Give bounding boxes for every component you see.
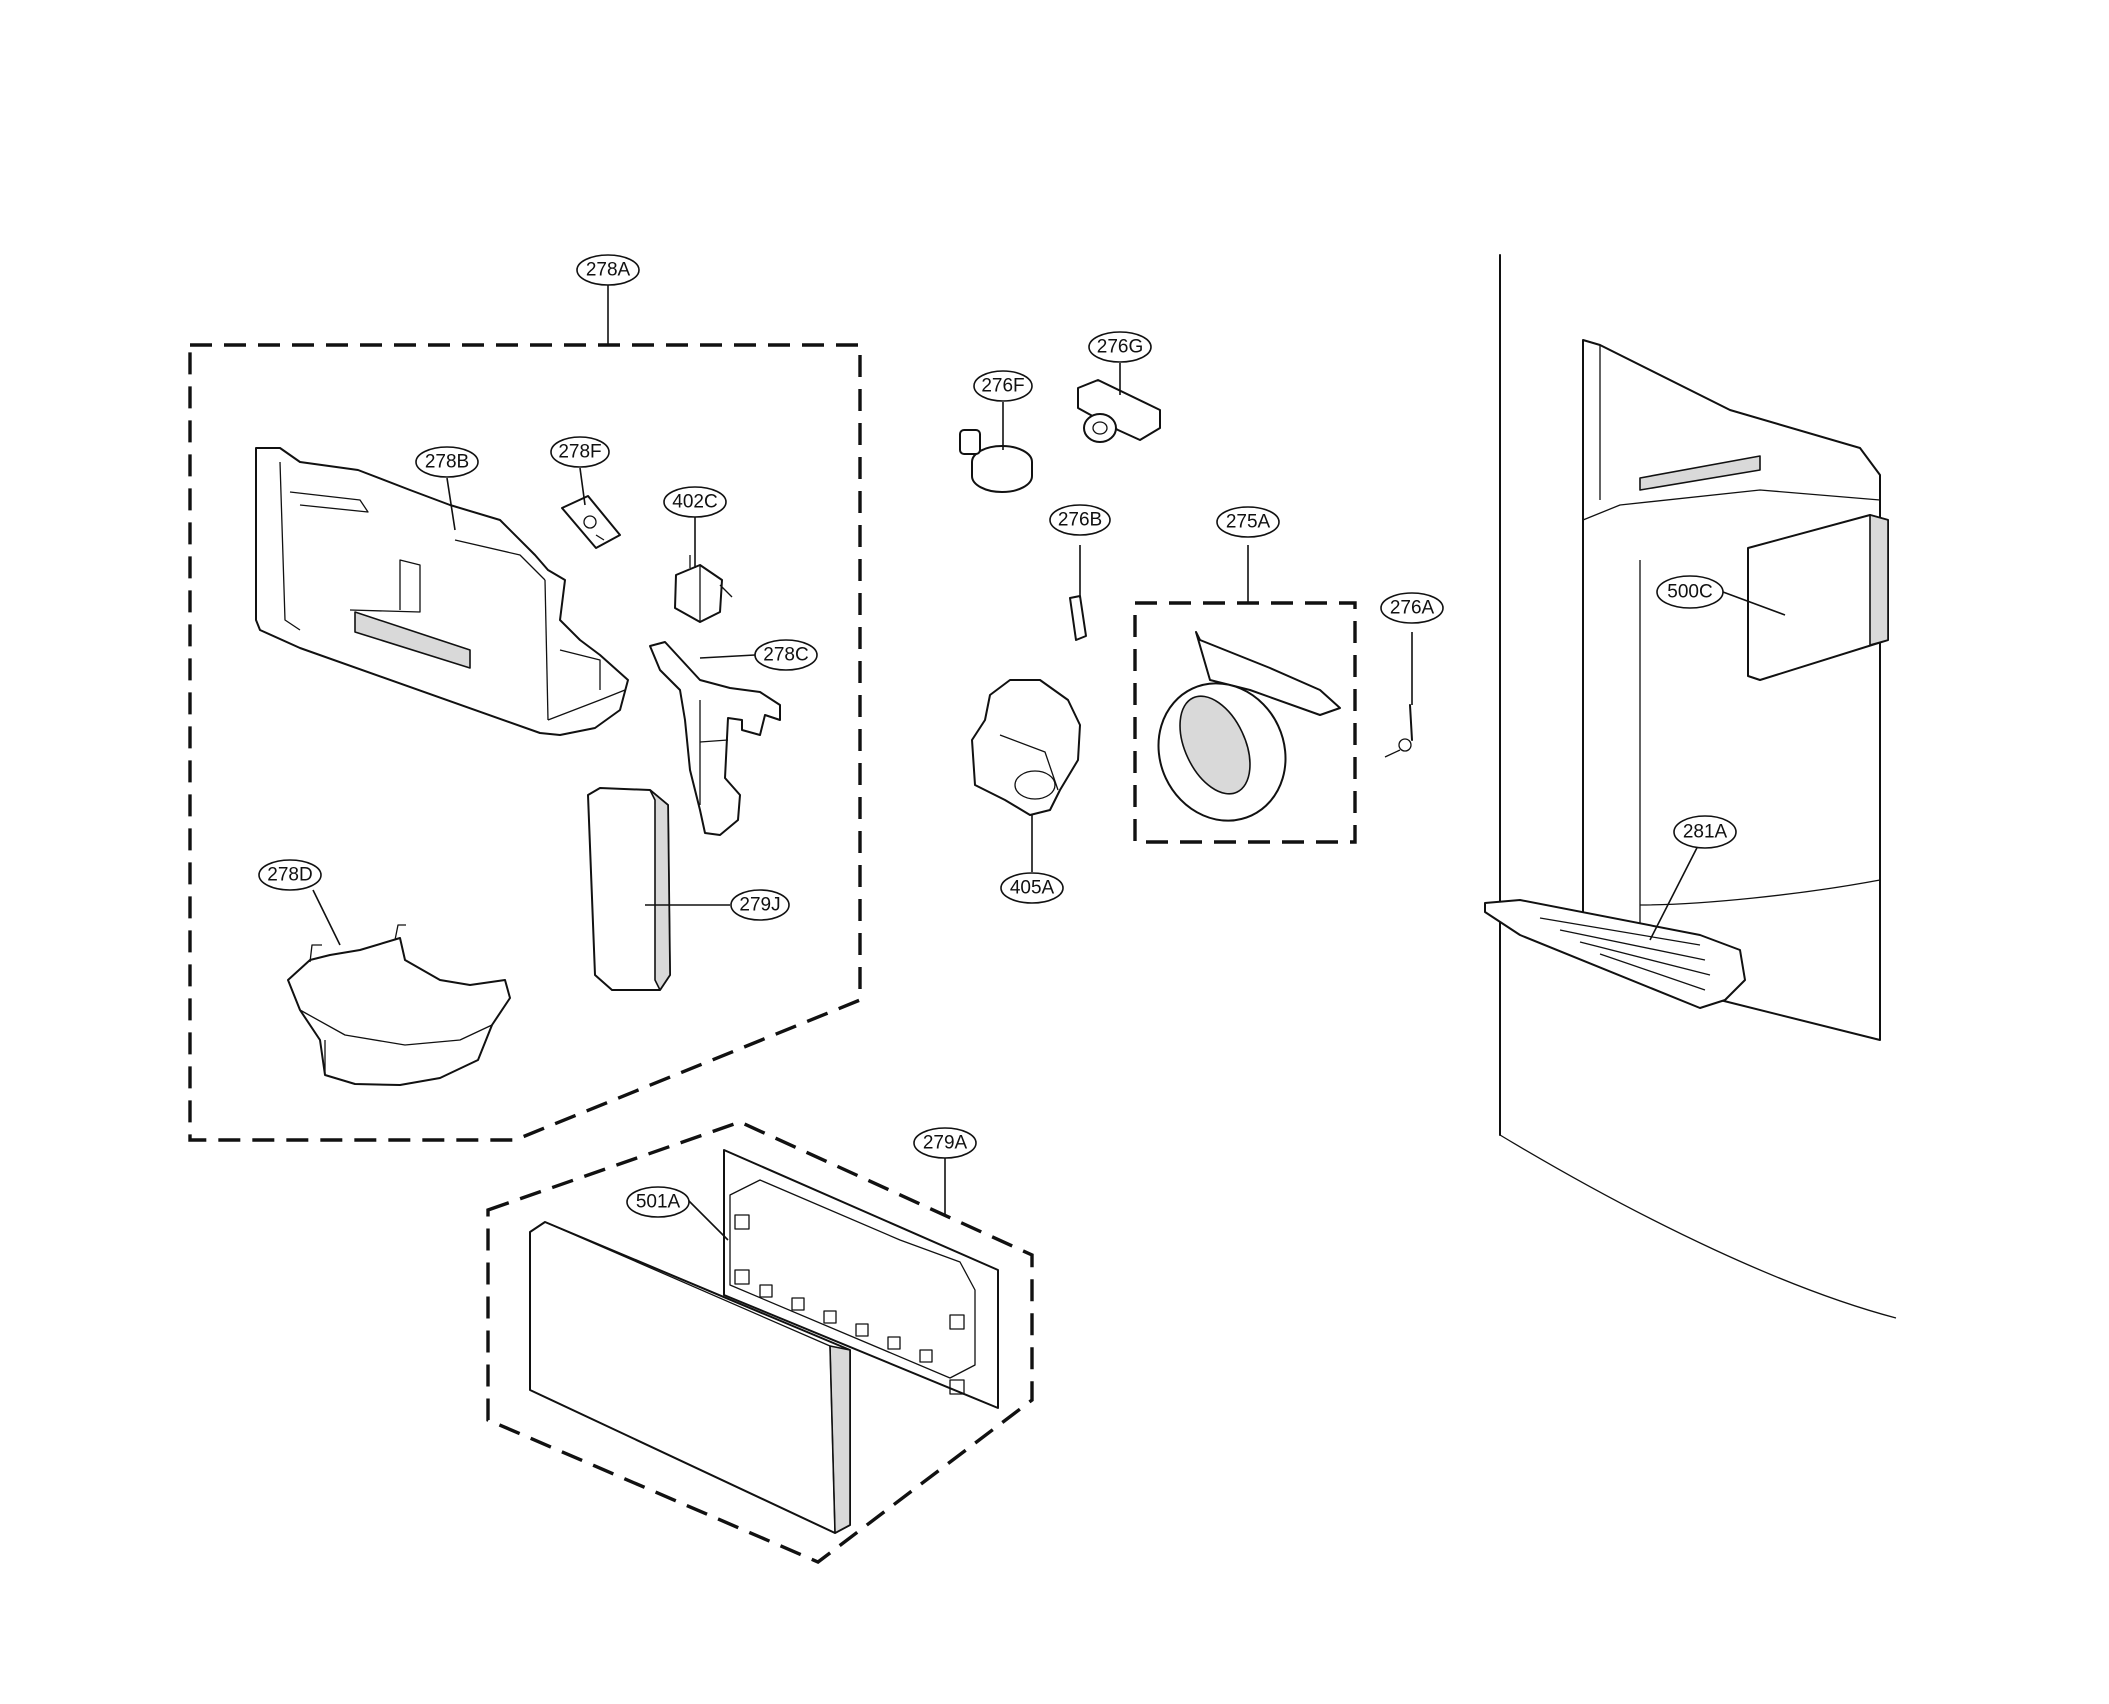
callout-276A: 276A bbox=[1380, 592, 1444, 624]
callout-276G: 276G bbox=[1088, 331, 1152, 363]
part-402C-switch bbox=[674, 555, 733, 623]
part-276A-spring bbox=[1384, 632, 1413, 758]
svg-text:276F: 276F bbox=[981, 376, 1024, 397]
svg-text:276G: 276G bbox=[1097, 337, 1143, 358]
svg-text:279A: 279A bbox=[923, 1133, 968, 1154]
part-278C-lever bbox=[649, 641, 781, 836]
svg-text:278B: 278B bbox=[425, 452, 469, 473]
callout-405A: 405A bbox=[1000, 872, 1064, 904]
callout-500C: 500C bbox=[1656, 575, 1724, 609]
svg-text:279J: 279J bbox=[739, 895, 780, 916]
part-278B-housing bbox=[255, 447, 629, 736]
part-276G-bracket bbox=[1077, 379, 1161, 443]
svg-text:278D: 278D bbox=[267, 865, 312, 886]
svg-text:402C: 402C bbox=[672, 492, 717, 513]
part-278F-plate bbox=[561, 495, 621, 549]
callout-279A: 279A bbox=[913, 1127, 977, 1159]
part-281A-drip-tray bbox=[1484, 831, 1746, 1009]
part-279A-cover bbox=[529, 1221, 851, 1534]
part-276F-gear bbox=[959, 429, 1033, 493]
part-279J-pad bbox=[587, 787, 671, 991]
callout-278A: 278A bbox=[576, 254, 640, 286]
callout-278C: 278C bbox=[754, 639, 818, 671]
svg-text:500C: 500C bbox=[1667, 582, 1712, 603]
part-500C-panel bbox=[1722, 514, 1889, 681]
callout-278B: 278B bbox=[415, 446, 479, 478]
part-405A-motor bbox=[971, 679, 1081, 872]
callout-279J: 279J bbox=[730, 889, 790, 921]
refrigerator-door bbox=[1499, 254, 1897, 1319]
callout-276B: 276B bbox=[1049, 504, 1111, 536]
svg-text:405A: 405A bbox=[1010, 878, 1055, 899]
part-275A-flapper bbox=[1157, 631, 1341, 822]
part-501A-pcb bbox=[687, 1149, 999, 1409]
callout-276F: 276F bbox=[973, 370, 1033, 402]
svg-text:278C: 278C bbox=[763, 645, 808, 666]
callout-281A: 281A bbox=[1673, 815, 1737, 849]
callout-501A: 501A bbox=[626, 1186, 690, 1218]
callout-278F: 278F bbox=[550, 436, 610, 468]
group-279A-frame bbox=[486, 1120, 1034, 1564]
group-278A-frame bbox=[188, 285, 862, 1142]
svg-text:276A: 276A bbox=[1390, 598, 1435, 619]
group-275A-frame bbox=[1133, 545, 1357, 844]
part-276B-pin bbox=[1069, 545, 1087, 641]
svg-text:278A: 278A bbox=[586, 260, 631, 281]
svg-text:281A: 281A bbox=[1683, 822, 1728, 843]
svg-text:276B: 276B bbox=[1058, 510, 1102, 531]
svg-text:501A: 501A bbox=[636, 1192, 681, 1213]
callout-275A: 275A bbox=[1216, 506, 1280, 538]
part-278D-funnel bbox=[287, 924, 511, 1086]
callout-278D: 278D bbox=[258, 859, 322, 891]
callout-402C: 402C bbox=[663, 486, 727, 518]
svg-text:278F: 278F bbox=[558, 442, 601, 463]
svg-text:275A: 275A bbox=[1226, 512, 1271, 533]
